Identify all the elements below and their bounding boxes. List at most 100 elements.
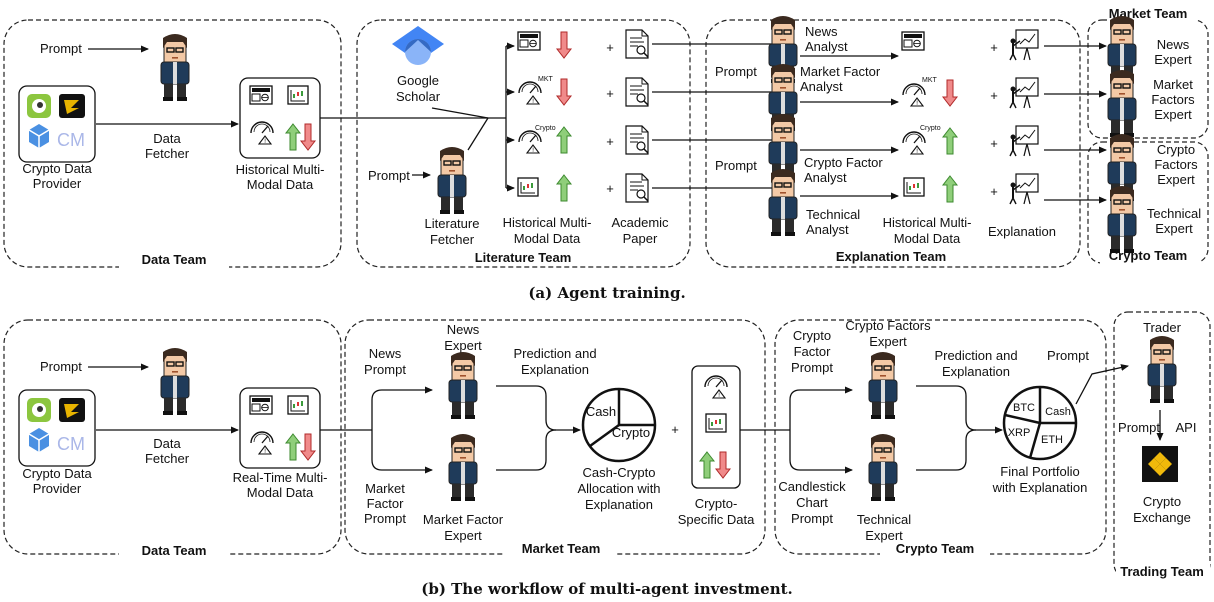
market-factor-prompt-label-2: Factor: [367, 496, 405, 511]
pie1-cash-label: Cash: [586, 404, 616, 419]
google-scholar-label-2: Scholar: [396, 89, 441, 104]
lit-gauge-icon-crypto: [518, 130, 542, 155]
binance-logo-icon: [1142, 446, 1178, 482]
data-fetcher-b-label-2: Fetcher: [145, 451, 190, 466]
pred-exp-2-label-2: Explanation: [942, 364, 1010, 379]
explanation-icon-3: [1009, 125, 1039, 157]
final-portfolio-label-1: Final Portfolio: [1000, 464, 1079, 479]
crypto-factors-expert-avatar-b: [868, 351, 898, 420]
academic-paper-label-1: Academic: [611, 215, 669, 230]
exp-news-icon: [901, 31, 925, 51]
prompt-label-b: Prompt: [40, 359, 82, 374]
literature-fetcher-label-1: Literature: [425, 216, 480, 231]
crypto-specific-chart-icon: [705, 413, 727, 433]
lit-mkt-tag: MKT: [538, 76, 554, 83]
technical-expert-b-label-2: Expert: [865, 528, 903, 543]
lit-news-icon: [517, 31, 541, 51]
market-factors-expert-label-3: Expert: [1154, 107, 1192, 122]
market-team-box: [1087, 19, 1209, 139]
trader-avatar: [1147, 335, 1177, 404]
api-label: API: [1176, 420, 1197, 435]
crypto-factors-expert-label-3: Expert: [1157, 172, 1195, 187]
exp-up-arrow-icon-1: [942, 127, 958, 155]
pie2-cash-label: Cash: [1045, 406, 1071, 418]
literature-team-label: Literature Team: [475, 250, 572, 265]
lit-up-arrow-icon-2: [556, 174, 572, 202]
crypto-factors-expert-b-label-1: Crypto Factors: [845, 318, 931, 333]
cash-crypto-pie-chart: Cash Crypto: [581, 387, 657, 463]
explanation-label: Explanation: [988, 224, 1056, 239]
news-icon-b: [249, 395, 273, 415]
crypto-specific-label-2: Specific Data: [678, 512, 755, 527]
lit-plus-2: +: [606, 86, 614, 101]
academic-paper-label-2: Paper: [623, 231, 658, 246]
explanation-icon-1: [1009, 29, 1039, 61]
pred-exp-1-label-1: Prediction and: [513, 346, 596, 361]
crypto-specific-label-1: Crypto-: [695, 496, 738, 511]
technical-expert-a-label-2: Expert: [1155, 221, 1193, 236]
exp-gauge-icon-mkt: [902, 83, 926, 108]
cash-crypto-label-3: Explanation: [585, 497, 653, 512]
lit-hist-label-2: Modal Data: [514, 231, 581, 246]
explanation-icon-4: [1009, 173, 1039, 205]
data-fetcher-avatar: [160, 33, 190, 102]
caption-a: (a) Agent training.: [528, 284, 685, 302]
technical-expert-a-label-1: Technical: [1147, 206, 1201, 221]
exp-plus-2: +: [990, 88, 998, 103]
market-factors-expert-avatar: [1107, 69, 1137, 138]
data-team-label: Data Team: [142, 252, 207, 267]
technical-analyst-label-1: Technical: [806, 207, 860, 222]
crypto-factor-prompt-label-1: Crypto: [793, 328, 831, 343]
lit-plus-3: +: [606, 134, 614, 149]
candlestick-prompt-label-2: Chart: [796, 495, 828, 510]
crypto-factor-analyst-label-1: Crypto Factor: [804, 155, 883, 170]
market-factor-analyst-label-2: Analyst: [800, 79, 843, 94]
explanation-team-box: [705, 19, 1081, 268]
pred-exp-1-label-2: Explanation: [521, 362, 589, 377]
market-factor-prompt-label-1: Market: [365, 481, 405, 496]
final-portfolio-label-2: with Explanation: [992, 480, 1088, 495]
exp-up-arrow-icon-2: [942, 175, 958, 203]
realtime-data-label-2: Modal Data: [247, 485, 314, 500]
market-factor-expert-b-label-1: Market Factor: [423, 512, 504, 527]
technical-analyst-avatar: [768, 168, 798, 237]
exp-prompt-label-1: Prompt: [715, 64, 757, 79]
crypto-provider-b-label-1: Crypto Data: [22, 466, 92, 481]
lit-paper-icon-4: [625, 173, 649, 203]
crypto-factor-prompt-label-2: Factor: [794, 344, 832, 359]
news-expert-avatar-b: [448, 351, 478, 420]
literature-team-box: [356, 19, 691, 268]
crypto-provider-label-2: Provider: [33, 176, 82, 191]
exp-hist-label-1: Historical Multi-: [883, 215, 972, 230]
crypto-factor-analyst-label-2: Analyst: [804, 170, 847, 185]
market-factor-expert-b-label-2: Expert: [444, 528, 482, 543]
data-team-box-b: [3, 319, 342, 555]
chart-icon: [287, 85, 309, 105]
caption-b: (b) The workflow of multi-agent investme…: [421, 580, 793, 598]
exp-plus-1: +: [990, 40, 998, 55]
market-factors-expert-label-2: Factors: [1151, 92, 1195, 107]
crypto-team-label-b: Crypto Team: [896, 541, 975, 556]
exp-gauge-icon-crypto: [902, 131, 926, 156]
lit-hist-label-1: Historical Multi-: [503, 215, 592, 230]
google-scholar-label-1: Google: [397, 73, 439, 88]
lit-paper-icon-2: [625, 77, 649, 107]
exp-prompt-label-2: Prompt: [715, 158, 757, 173]
literature-prompt-label: Prompt: [368, 168, 410, 183]
market-factors-expert-label-1: Market: [1153, 77, 1193, 92]
news-icon: [249, 85, 273, 105]
crypto-factors-expert-label-1: Crypto: [1157, 142, 1195, 157]
news-expert-a-label-2: Expert: [1154, 52, 1192, 67]
market-factor-expert-avatar-b: [448, 433, 478, 502]
final-portfolio-pie-chart: BTC Cash XRP ETH: [1002, 385, 1078, 461]
lit-down-arrow-icon-1: [556, 31, 572, 59]
historical-data-label-2: Modal Data: [247, 177, 314, 192]
realtime-data-label-1: Real-Time Multi-: [233, 470, 328, 485]
crypto-exchange-label-1: Crypto: [1143, 494, 1181, 509]
crypto-team-label-a: Crypto Team: [1109, 248, 1188, 263]
data-fetcher-label-1: Data: [153, 131, 181, 146]
crypto-data-provider-logos-b: [18, 389, 96, 467]
technical-expert-b-label-1: Technical: [857, 512, 911, 527]
pred-exp-2-label-1: Prediction and: [934, 348, 1017, 363]
